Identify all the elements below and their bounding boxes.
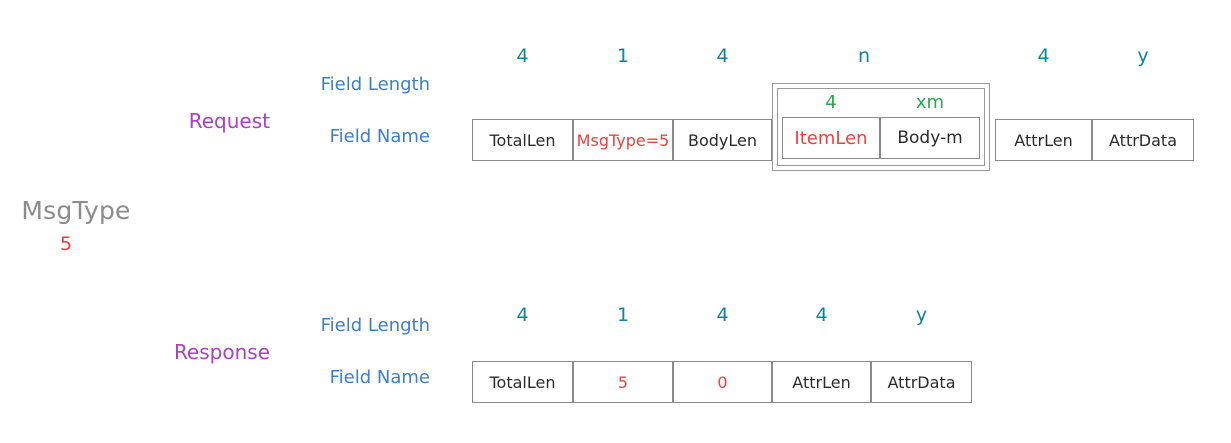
response-field-box-attrlen[interactable]: AttrLen xyxy=(772,361,871,403)
msgtype-caption-title: MsgType xyxy=(21,196,131,225)
request-nested-group-length-tick: n xyxy=(857,45,871,67)
response-field-box-bodylen-value[interactable]: 0 xyxy=(673,361,772,403)
request-row-title: Request xyxy=(188,109,270,133)
response-length-tick-3: 4 xyxy=(815,304,828,326)
response-length-tick-4: y xyxy=(915,304,928,326)
request-field-box-itemlen[interactable]: ItemLen xyxy=(782,117,880,159)
request-field-box-bodylen[interactable]: BodyLen xyxy=(673,119,772,161)
request-field-box-attrlen[interactable]: AttrLen xyxy=(995,119,1092,161)
response-length-tick-2: 4 xyxy=(716,304,729,326)
response-field-box-msgtype-value[interactable]: 5 xyxy=(573,361,673,403)
request-length-tick-4: y xyxy=(1137,45,1149,67)
response-length-tick-0: 4 xyxy=(516,304,529,326)
request-field-box-body-m[interactable]: Body-m xyxy=(880,117,980,159)
request-field-name-label: Field Name xyxy=(329,126,430,147)
request-length-tick-1: 1 xyxy=(616,45,630,67)
request-nested-length-tick-0: 4 xyxy=(825,92,837,113)
response-row-title: Response xyxy=(173,340,270,364)
response-field-name-label: Field Name xyxy=(329,367,430,388)
request-length-tick-3: 4 xyxy=(1037,45,1050,67)
request-length-tick-2: 4 xyxy=(716,45,729,67)
request-field-box-msgtype[interactable]: MsgType=5 xyxy=(573,119,673,161)
response-field-box-attrdata[interactable]: AttrData xyxy=(871,361,972,403)
response-field-length-label: Field Length xyxy=(320,315,430,336)
request-field-length-label: Field Length xyxy=(320,74,430,95)
msgtype-caption-value: 5 xyxy=(59,233,73,255)
request-length-tick-0: 4 xyxy=(516,45,529,67)
response-field-box-totallen[interactable]: TotalLen xyxy=(472,361,573,403)
request-field-box-attrdata[interactable]: AttrData xyxy=(1092,119,1194,161)
request-nested-length-tick-1: xm xyxy=(915,92,945,113)
response-length-tick-1: 1 xyxy=(616,304,630,326)
request-field-box-totallen[interactable]: TotalLen xyxy=(472,119,573,161)
